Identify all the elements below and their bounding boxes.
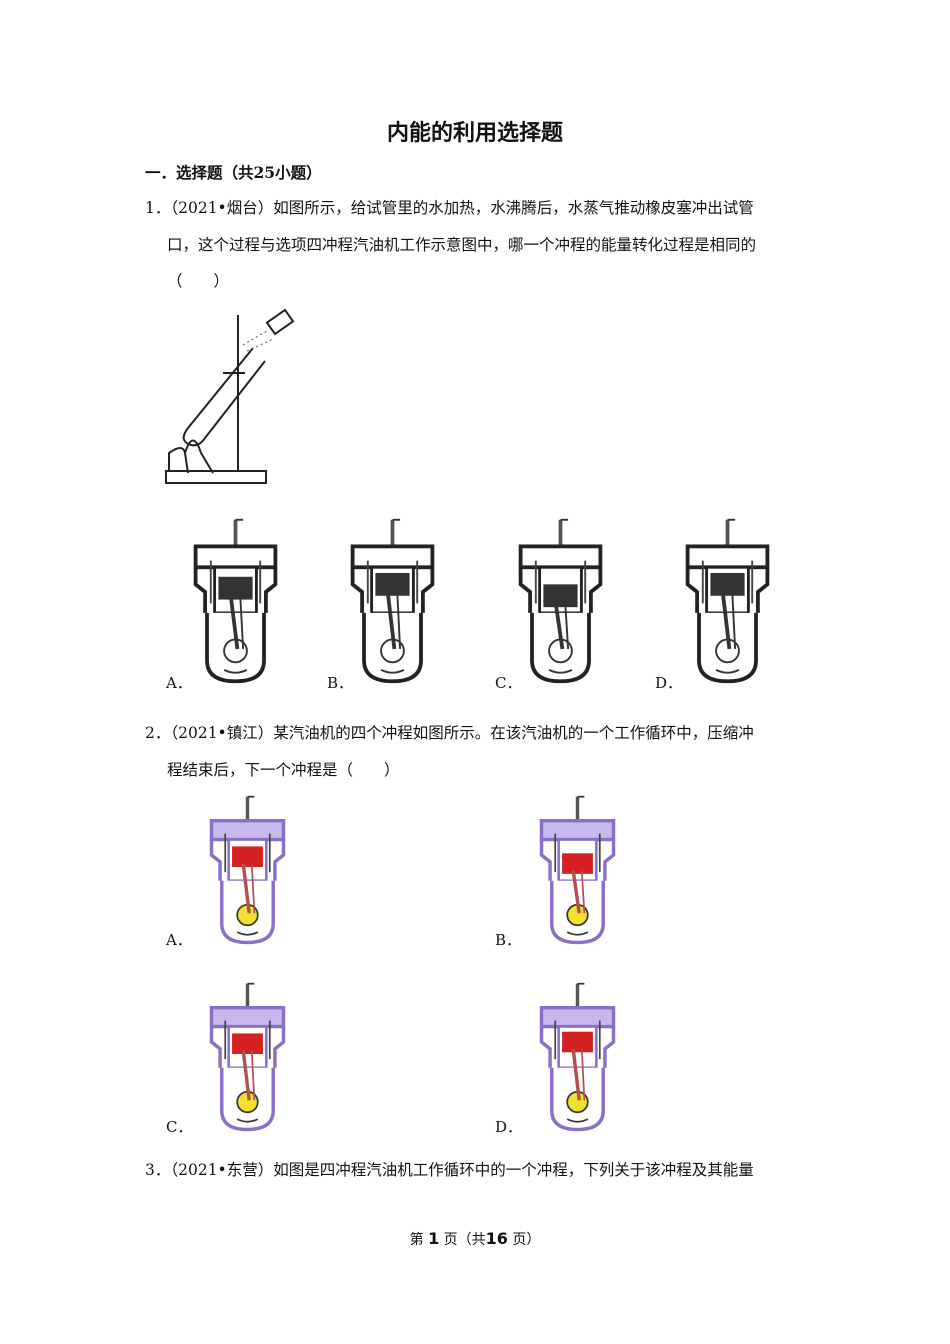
q1-option-a-label: A．	[166, 674, 192, 692]
q2-option-b-label: B．	[495, 931, 522, 949]
footer-prefix: 第	[409, 1232, 424, 1248]
q3-line-1: 3．（2021•东营）如图是四冲程汽油机工作循环中的一个冲程，下列关于该冲程及其…	[145, 1161, 754, 1179]
q1-option-a-engine-figure	[193, 518, 278, 684]
q2-option-a-label: A．	[166, 931, 192, 949]
q2-option-d-engine-figure	[539, 982, 616, 1132]
section-heading: 一．选择题（共25小题）	[145, 163, 322, 182]
q1-line-1: 1．（2021•烟台）如图所示，给试管里的水加热，水沸腾后，水蒸气推动橡皮塞冲出…	[145, 199, 754, 217]
q1-option-b-label: B．	[327, 674, 354, 692]
q2-option-a-engine-figure	[209, 795, 286, 945]
total-pages: 16	[485, 1229, 508, 1248]
q1-option-b-engine-figure	[350, 518, 435, 684]
q1-line-2: 口，这个过程与选项四冲程汽油机工作示意图中，哪一个冲程的能量转化过程是相同的	[167, 236, 757, 254]
q1-option-c-engine-figure	[518, 518, 603, 684]
q2-option-b-engine-figure	[539, 795, 616, 945]
current-page: 1	[428, 1229, 440, 1248]
q2-line-1: 2．（2021•镇江）某汽油机的四个冲程如图所示。在该汽油机的一个工作循环中，压…	[145, 724, 754, 742]
page-footer: 第 1 页（共16 页）	[0, 1229, 950, 1250]
q1-option-d-label: D．	[655, 674, 683, 692]
q2-option-c-label: C．	[166, 1118, 193, 1136]
q2-line-2: 程结束后，下一个冲程是（ ）	[167, 761, 400, 779]
q1-line-3: （ ）	[167, 272, 230, 290]
footer-middle: 页（共	[443, 1232, 486, 1248]
q1-option-c-label: C．	[495, 674, 522, 692]
footer-suffix: 页）	[512, 1232, 541, 1248]
page-title: 内能的利用选择题	[386, 121, 563, 146]
test-tube-apparatus-figure	[165, 308, 295, 484]
q1-option-d-engine-figure	[685, 518, 770, 684]
q2-option-d-label: D．	[495, 1118, 523, 1136]
q2-option-c-engine-figure	[209, 982, 286, 1132]
